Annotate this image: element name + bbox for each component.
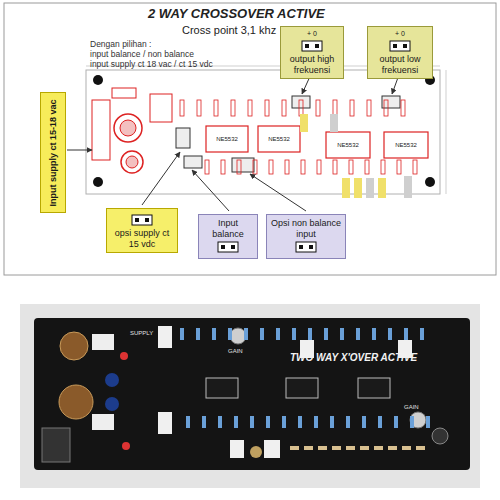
- panel-frame: [4, 3, 496, 275]
- board-print: GAIN: [404, 404, 419, 411]
- note-text: input supply ct 18 vac / ct 15 vdc: [90, 60, 213, 69]
- chip-label: NE5532: [395, 142, 417, 149]
- title: 2 WAY CROSSOVER ACTIVE: [148, 6, 325, 21]
- connector-icon: [217, 241, 239, 253]
- chip-label: NE5532: [268, 136, 290, 143]
- callout-text: Opsi non balance input: [270, 218, 342, 239]
- callout-box: + 0 output high frekuensi: [280, 26, 344, 79]
- pcb-photo: [20, 304, 480, 488]
- callout-text: opsi supply ct 15 vdc: [110, 228, 174, 249]
- pin-label: + 0: [307, 30, 317, 38]
- callout-box: opsi supply ct 15 vdc: [106, 208, 178, 253]
- board-print: SUPPLY: [130, 330, 153, 337]
- callout-box: Opsi non balance input: [266, 214, 346, 259]
- callout-text: output high frekuensi: [284, 54, 340, 75]
- note-text: Dengan pilihan :: [90, 40, 151, 49]
- callout-box: Input supply ct 15-18 vac: [40, 92, 66, 213]
- pcb-layout: [86, 66, 446, 198]
- connector-icon: [301, 40, 323, 52]
- callout-text: Input supply ct 15-18 vac: [48, 99, 58, 206]
- note-text: input balance / non balance: [90, 50, 194, 59]
- note-text: Cross point 3,1 khz: [182, 24, 276, 36]
- leader-lines: [67, 72, 400, 211]
- callout-text: Input balance: [202, 218, 254, 239]
- connector-icon: [389, 40, 411, 52]
- board-print: GAIN: [228, 348, 243, 355]
- pin-label: + 0: [395, 30, 405, 38]
- callout-text: output low frekuensi: [371, 54, 429, 75]
- chip-label: NE5532: [337, 142, 359, 149]
- callout-box: Input balance: [198, 214, 258, 259]
- callout-box: + 0 output low frekuensi: [367, 26, 433, 79]
- board-print: TWO WAY X'OVER ACTIVE: [290, 352, 417, 363]
- chip-label: NE5532: [216, 136, 238, 143]
- connector-icon: [131, 214, 153, 226]
- connector-icon: [295, 241, 317, 253]
